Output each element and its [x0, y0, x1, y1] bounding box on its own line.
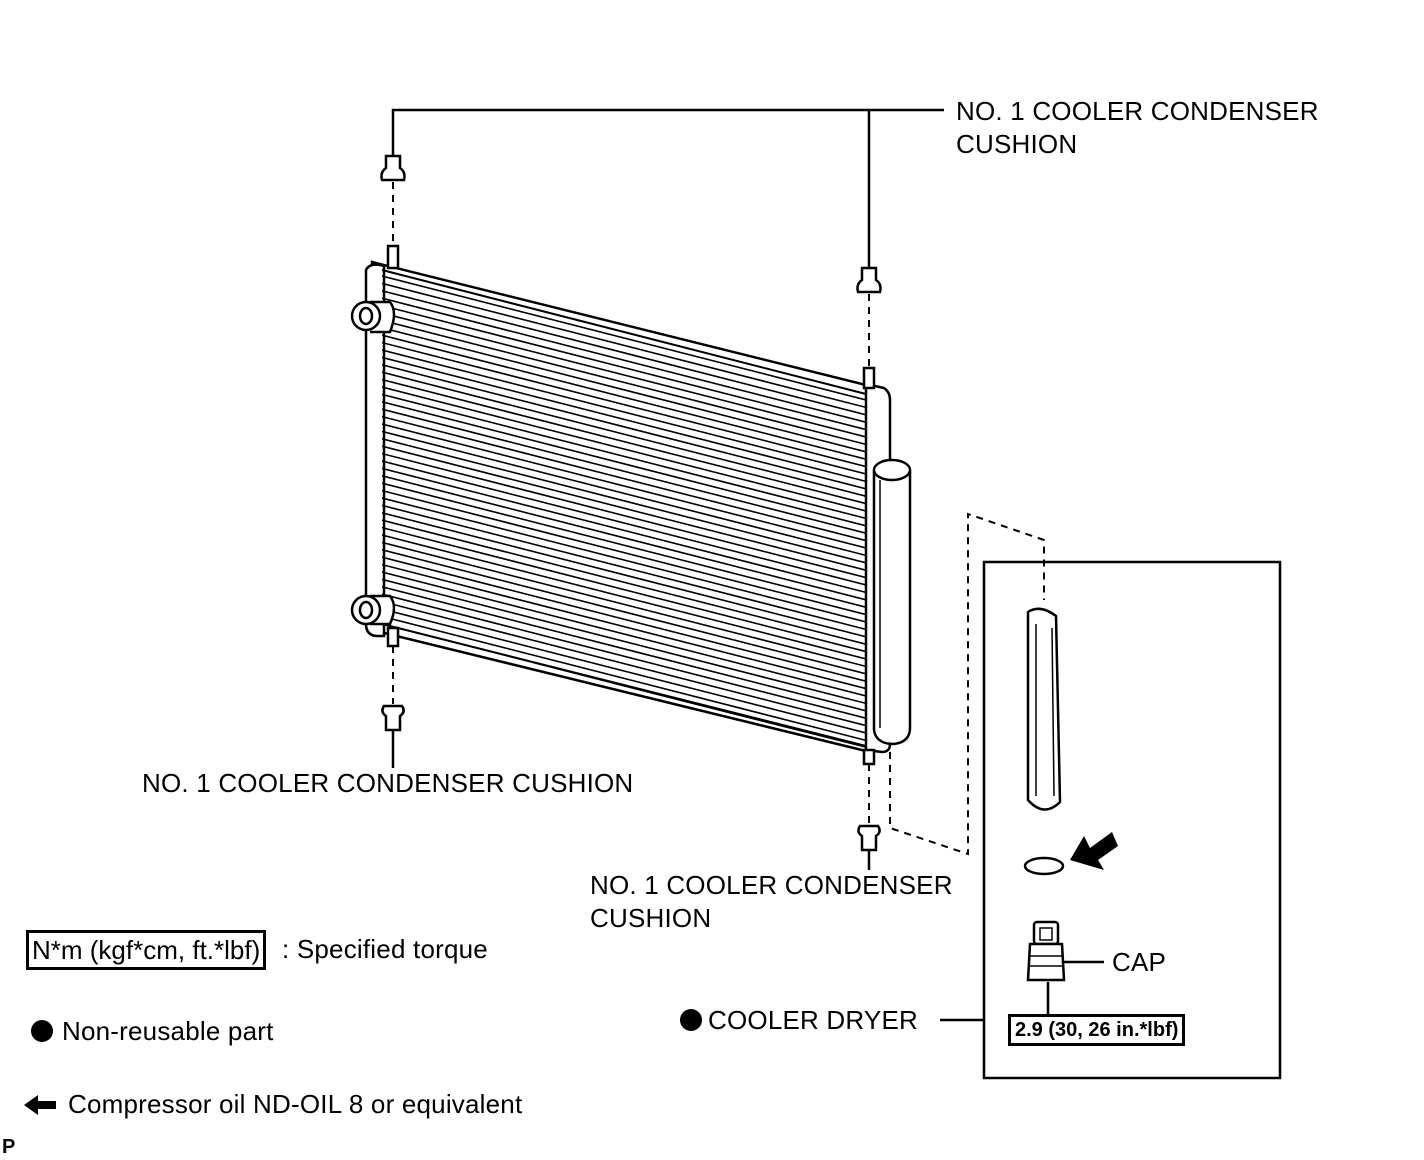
condenser-fin — [382, 452, 866, 579]
condenser-fin — [382, 393, 866, 520]
label-cushion-top-line2: CUSHION — [956, 129, 1078, 159]
non-reusable-dot-icon — [680, 1009, 702, 1031]
condenser-fin — [382, 341, 866, 468]
o-ring — [1023, 856, 1065, 876]
condenser-fin — [382, 519, 866, 645]
cooler-dryer-cartridge — [1026, 607, 1062, 811]
label-cushion-bottom-right-line1: NO. 1 COOLER CONDENSER — [590, 870, 953, 900]
condenser-fin — [382, 563, 866, 690]
label-cap: CAP — [1112, 947, 1167, 977]
condenser-fin — [382, 415, 866, 542]
condenser-fin — [382, 290, 866, 416]
condenser-fin — [382, 312, 866, 438]
condenser-fin — [382, 541, 866, 668]
condenser-fin — [382, 504, 866, 631]
condenser-fin — [382, 526, 866, 653]
condenser-fin — [382, 438, 866, 564]
condenser-fin — [382, 549, 866, 675]
label-cushion-top-line1: NO. 1 COOLER CONDENSER — [956, 96, 1319, 126]
condenser-fin — [382, 608, 866, 734]
legend-torque-text: : Specified torque — [282, 934, 488, 964]
cap-plug — [1026, 920, 1066, 982]
page-code: P — [2, 1136, 16, 1158]
oil-application-arrow — [1070, 832, 1118, 870]
label-cushion-bottom-right-line2: CUSHION — [590, 903, 712, 933]
condenser-fin — [382, 378, 866, 505]
condenser-fin — [382, 401, 866, 527]
condenser-fin — [382, 571, 866, 697]
condenser-fin — [382, 297, 866, 423]
condenser-fin — [382, 497, 866, 623]
condenser-fin — [382, 364, 866, 490]
dryer-detail-frame — [982, 560, 1282, 1080]
legend-torque-box: N*m (kgf*cm, ft.*lbf) — [26, 930, 267, 970]
condenser-fin — [382, 615, 866, 742]
receiver-tank — [872, 458, 912, 746]
condenser-fin — [382, 467, 866, 594]
condenser-fin — [382, 356, 866, 483]
condenser-fin — [382, 445, 866, 571]
condenser-fin — [382, 512, 866, 638]
condenser-fin — [382, 489, 866, 616]
condenser-fin — [382, 349, 866, 475]
label-cooler-dryer-text: COOLER DRYER — [708, 1005, 918, 1035]
condenser-fin — [382, 334, 866, 460]
legend-oil-arrow-icon — [24, 1095, 56, 1115]
assembly-dashed-lines — [392, 182, 1045, 856]
condenser-fin — [382, 386, 866, 512]
cushion-parts — [380, 154, 882, 852]
label-cushion-bottom-left: NO. 1 COOLER CONDENSER CUSHION — [142, 768, 634, 798]
label-cooler-dryer: COOLER DRYER — [680, 1004, 918, 1037]
condenser-fin — [382, 423, 866, 549]
condenser-fin — [382, 556, 866, 682]
condenser-fin — [382, 600, 866, 727]
condenser-fin — [382, 319, 866, 446]
condenser-fin — [382, 430, 866, 557]
condenser-fin — [382, 327, 866, 453]
condenser-fin — [382, 282, 866, 409]
condenser-fin — [382, 371, 866, 497]
condenser-fin — [382, 275, 866, 401]
leader-lines — [391, 108, 1104, 1022]
condenser-fin — [382, 408, 866, 534]
condenser-fin — [382, 534, 866, 660]
condenser-fin — [382, 578, 866, 705]
condenser-fin — [382, 586, 866, 712]
condenser-fin — [382, 304, 866, 431]
condenser-fin — [382, 475, 866, 601]
condenser-fin — [382, 593, 866, 719]
cap-torque-value: 2.9 (30, 26 in.*lbf) — [1008, 1014, 1186, 1046]
legend-oil-text: Compressor oil ND-OIL 8 or equivalent — [68, 1089, 523, 1119]
condenser-core — [364, 260, 892, 754]
condenser-fin — [382, 460, 866, 586]
left-mount-brackets — [350, 300, 396, 626]
legend-non-reusable-text: Non-reusable part — [62, 1016, 274, 1046]
condenser-fin — [382, 482, 866, 608]
legend-non-reusable-dot-icon — [31, 1020, 53, 1042]
